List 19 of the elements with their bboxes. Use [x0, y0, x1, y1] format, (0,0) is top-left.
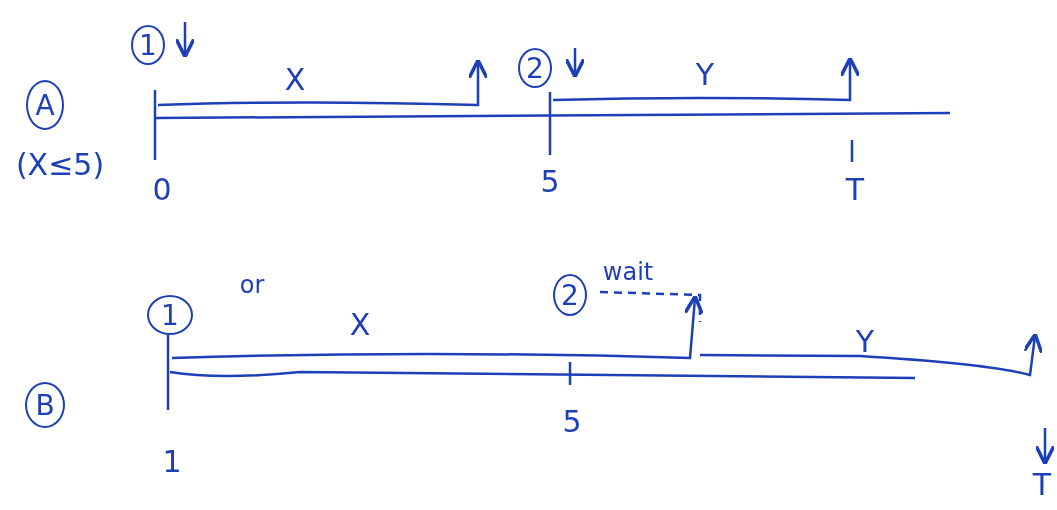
time-label: 5: [562, 405, 582, 439]
time-label: 5: [540, 165, 560, 199]
time-label: 1: [162, 445, 182, 479]
time-label: 0: [152, 173, 172, 207]
case-letter: A: [26, 80, 64, 130]
step-number: 1: [147, 295, 193, 335]
note: or: [239, 270, 265, 301]
step-number: 2: [553, 274, 587, 316]
time-label: T: [1032, 468, 1052, 502]
duration-label: X: [284, 63, 306, 97]
duration-label: Y: [855, 325, 875, 359]
duration-label: Y: [695, 58, 715, 92]
step-number: 1: [131, 25, 165, 65]
duration-label: X: [349, 308, 371, 342]
note: wait: [602, 257, 654, 288]
condition-note: (X≤5): [15, 148, 105, 182]
time-label: T: [845, 173, 865, 207]
step-number: 2: [518, 48, 552, 88]
case-letter: B: [25, 382, 65, 428]
